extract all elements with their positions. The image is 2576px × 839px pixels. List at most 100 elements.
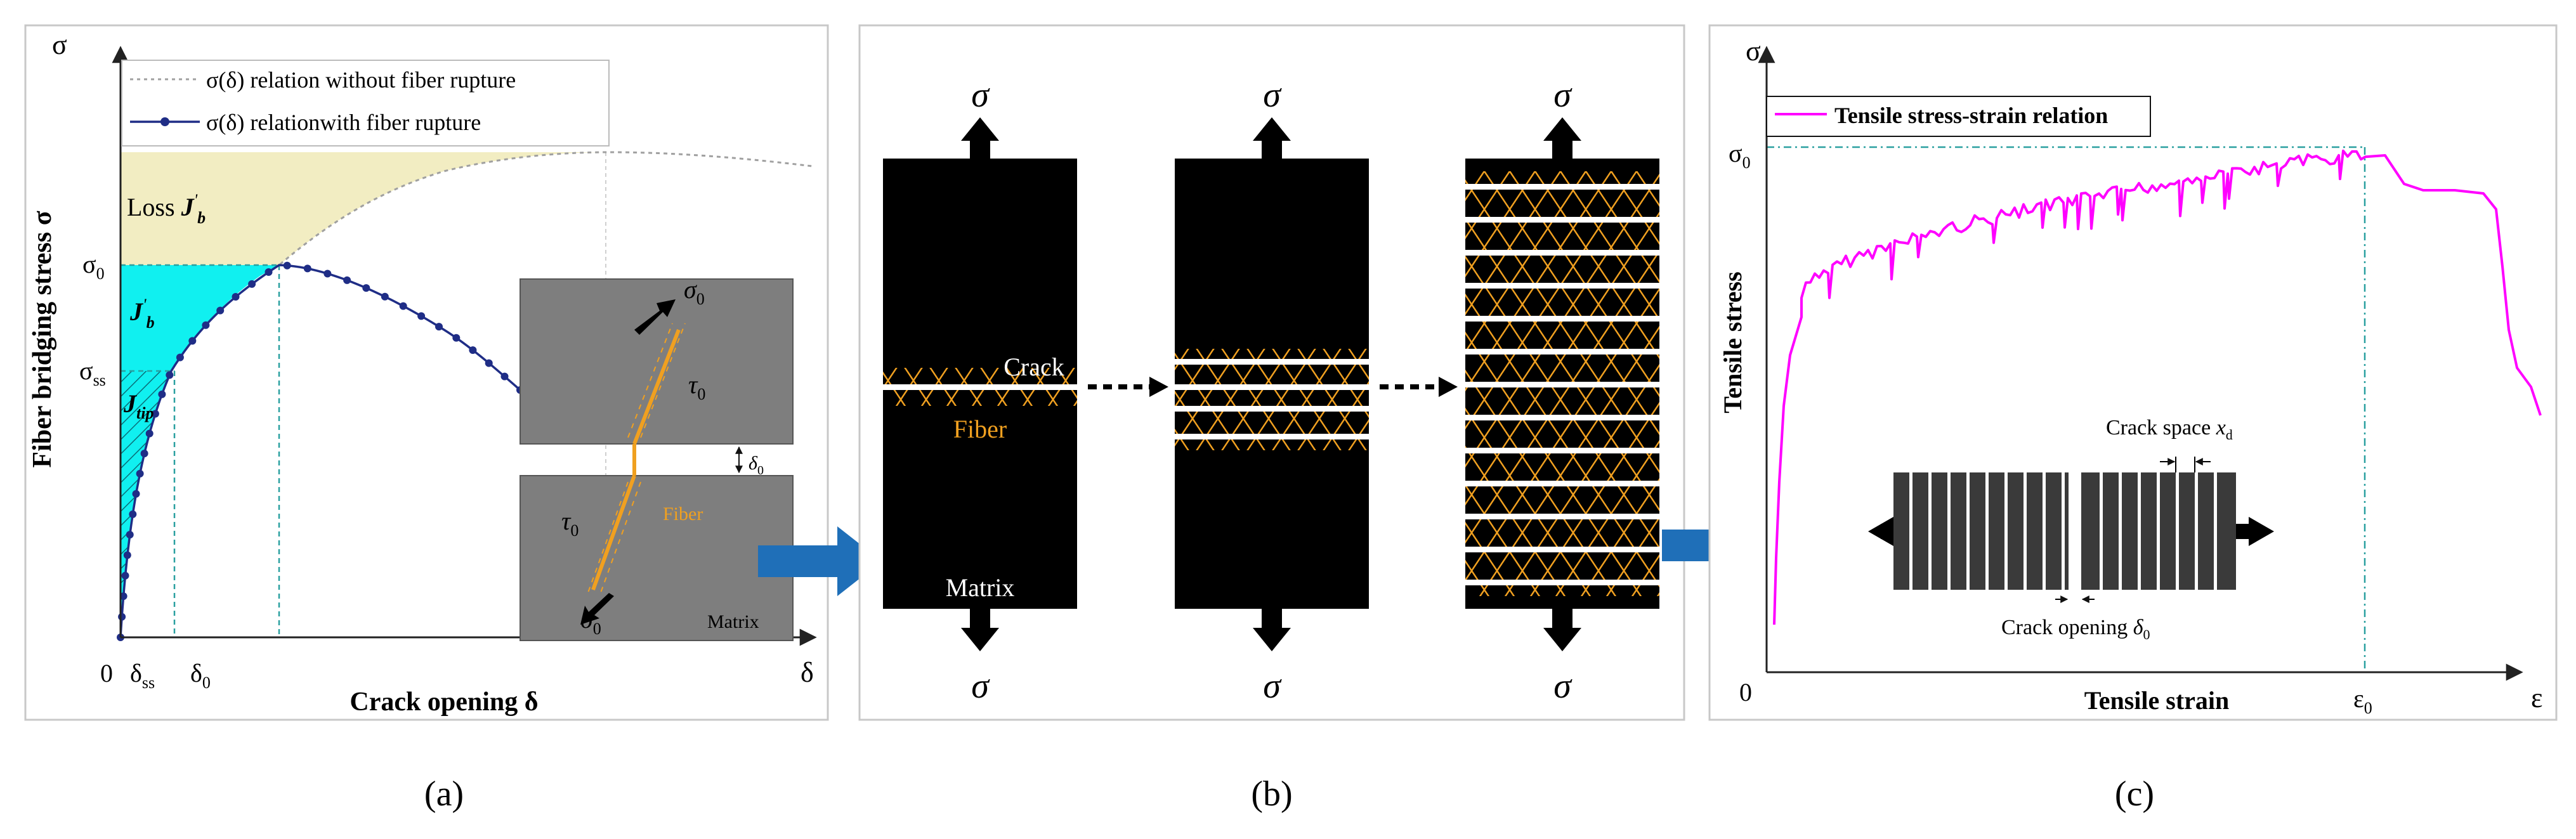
legend-with-text: σ(δ) relationwith fiber rupture bbox=[206, 110, 481, 135]
curve-marker bbox=[232, 293, 240, 301]
specimen-saturated-cracks bbox=[1465, 159, 1659, 609]
inset-tau-top: τ0 bbox=[688, 370, 705, 403]
legend-with-marker bbox=[160, 117, 169, 126]
y-axis-label-c: Tensile stress bbox=[1718, 271, 1747, 413]
sigma-top-1: σ bbox=[971, 75, 990, 115]
curve-marker bbox=[118, 613, 126, 621]
inset-load-arrow-down bbox=[580, 593, 614, 625]
x-axis-label: Crack opening δ bbox=[350, 687, 538, 717]
panel-c: Tensile stress-strain relation σ ε 0 σ0 … bbox=[1708, 24, 2558, 721]
origin-label: 0 bbox=[100, 659, 113, 687]
delta0-tick: δ0 bbox=[190, 659, 211, 692]
inset-c-crack bbox=[1966, 472, 1970, 590]
inset-delta: δ0 bbox=[749, 453, 764, 478]
x-axis-label-c: Tensile strain bbox=[2084, 686, 2230, 715]
inset-c-crack bbox=[2062, 472, 2065, 590]
specimen-1-crack bbox=[883, 384, 1077, 390]
specimen-single-crack bbox=[883, 159, 1077, 609]
load-arrow-up bbox=[1253, 117, 1291, 159]
specimen-3-crack bbox=[1465, 514, 1659, 519]
curve-marker bbox=[435, 323, 443, 331]
progression-arrows bbox=[1088, 377, 1458, 397]
specimen-3-crack bbox=[1465, 547, 1659, 552]
inset-c-crack bbox=[2157, 472, 2160, 590]
inset-c-crack bbox=[1947, 472, 1951, 590]
inset-c-crack bbox=[1928, 472, 1932, 590]
jtip-label: Jtip bbox=[123, 389, 154, 422]
progress-arrow-1-head bbox=[1149, 377, 1168, 397]
specimen-2-crack-2 bbox=[1175, 384, 1369, 390]
eps0-tick: ε0 bbox=[2353, 684, 2372, 717]
specimen-3-crack bbox=[1465, 184, 1659, 190]
legend-c-box bbox=[1766, 96, 2151, 137]
jtip-region bbox=[121, 371, 171, 637]
curve-marker bbox=[123, 551, 131, 559]
inset-c-crack bbox=[2119, 472, 2122, 590]
inset-sigma-top: σ0 bbox=[684, 275, 705, 308]
specimen-3-crack bbox=[1465, 250, 1659, 256]
specimen-2-fibers bbox=[1175, 349, 1369, 450]
legend-a: σ(δ) relation without fiber rupture σ(δ)… bbox=[121, 60, 610, 146]
caption-b: (b) bbox=[1251, 774, 1292, 814]
crack-space-label: Crack space xd bbox=[2106, 416, 2233, 443]
inset-c-crack bbox=[2100, 472, 2103, 590]
inset-c-crack bbox=[1985, 472, 1989, 590]
curve-marker bbox=[166, 371, 174, 379]
inset-upper-matrix bbox=[520, 278, 794, 445]
inset-load-arrow-up bbox=[634, 299, 676, 335]
curve-marker bbox=[188, 337, 197, 345]
specimen-2-crack-1 bbox=[1175, 359, 1369, 365]
load-arrow-down bbox=[1253, 609, 1291, 651]
inset-c-cracks bbox=[1909, 472, 2217, 590]
inset-c-crack bbox=[2138, 472, 2141, 590]
y-axis-symbol-c: σ bbox=[1746, 36, 1761, 67]
loss-label: Loss J'b bbox=[127, 191, 206, 227]
inset-c-crack bbox=[2043, 472, 2046, 590]
curve-marker bbox=[158, 390, 166, 398]
curve-marker bbox=[452, 334, 461, 342]
curve-marker bbox=[136, 469, 144, 478]
curve-marker bbox=[485, 359, 493, 367]
x-axis-symbol-c: ε bbox=[2531, 682, 2542, 713]
sigma-labels: σ σ σ σ σ σ bbox=[971, 75, 1572, 706]
inset-shear-upper-1 bbox=[640, 323, 686, 438]
load-arrow-up bbox=[961, 117, 999, 159]
curve-marker bbox=[145, 429, 154, 438]
caption-c: (c) bbox=[2115, 774, 2154, 814]
jb-label: J'b bbox=[129, 296, 155, 332]
inset-matrix-label: Matrix bbox=[707, 611, 759, 632]
curve-marker bbox=[265, 268, 273, 276]
curve-marker bbox=[381, 292, 389, 301]
curve-marker bbox=[126, 531, 134, 539]
sigma-top-2: σ bbox=[1263, 75, 1282, 115]
curve-marker bbox=[216, 306, 225, 315]
sigma-bottom-1: σ bbox=[971, 667, 990, 706]
specimen-3-crack bbox=[1465, 415, 1659, 420]
curve-marker bbox=[500, 372, 509, 380]
curve-marker bbox=[283, 261, 291, 270]
specimen-3-crack bbox=[1465, 580, 1659, 585]
inset-sigma-bottom: σ0 bbox=[580, 605, 601, 638]
inset-c-crack bbox=[2214, 472, 2217, 590]
curve-marker bbox=[417, 312, 426, 320]
deltass-tick: δss bbox=[130, 659, 155, 692]
x-axis-symbol: δ bbox=[801, 657, 814, 688]
sigmass-tick: σss bbox=[79, 356, 106, 389]
curve-marker bbox=[140, 450, 148, 458]
curve-marker bbox=[303, 264, 311, 273]
panel-a: σ(δ) relation without fiber rupture σ(δ)… bbox=[24, 24, 829, 721]
curve-marker bbox=[129, 510, 137, 518]
curve-marker bbox=[324, 270, 332, 278]
pullout-inset: σ0 τ0 δ0 τ0 Fiber σ0 Matrix bbox=[520, 275, 794, 641]
load-arrow-down bbox=[1543, 609, 1581, 651]
curve-marker bbox=[469, 346, 477, 354]
sigma-top-3: σ bbox=[1553, 75, 1572, 115]
flow-arrow-a-to-b bbox=[758, 526, 882, 596]
inset-fiber-label: Fiber bbox=[663, 504, 703, 524]
specimen-3-crack bbox=[1465, 481, 1659, 486]
caption-a: (a) bbox=[424, 774, 464, 814]
inset-lower-matrix bbox=[520, 475, 794, 641]
y-axis-symbol: σ bbox=[52, 29, 67, 60]
legend-c: Tensile stress-strain relation bbox=[1766, 96, 2151, 137]
curve-without-rupture bbox=[119, 151, 813, 638]
